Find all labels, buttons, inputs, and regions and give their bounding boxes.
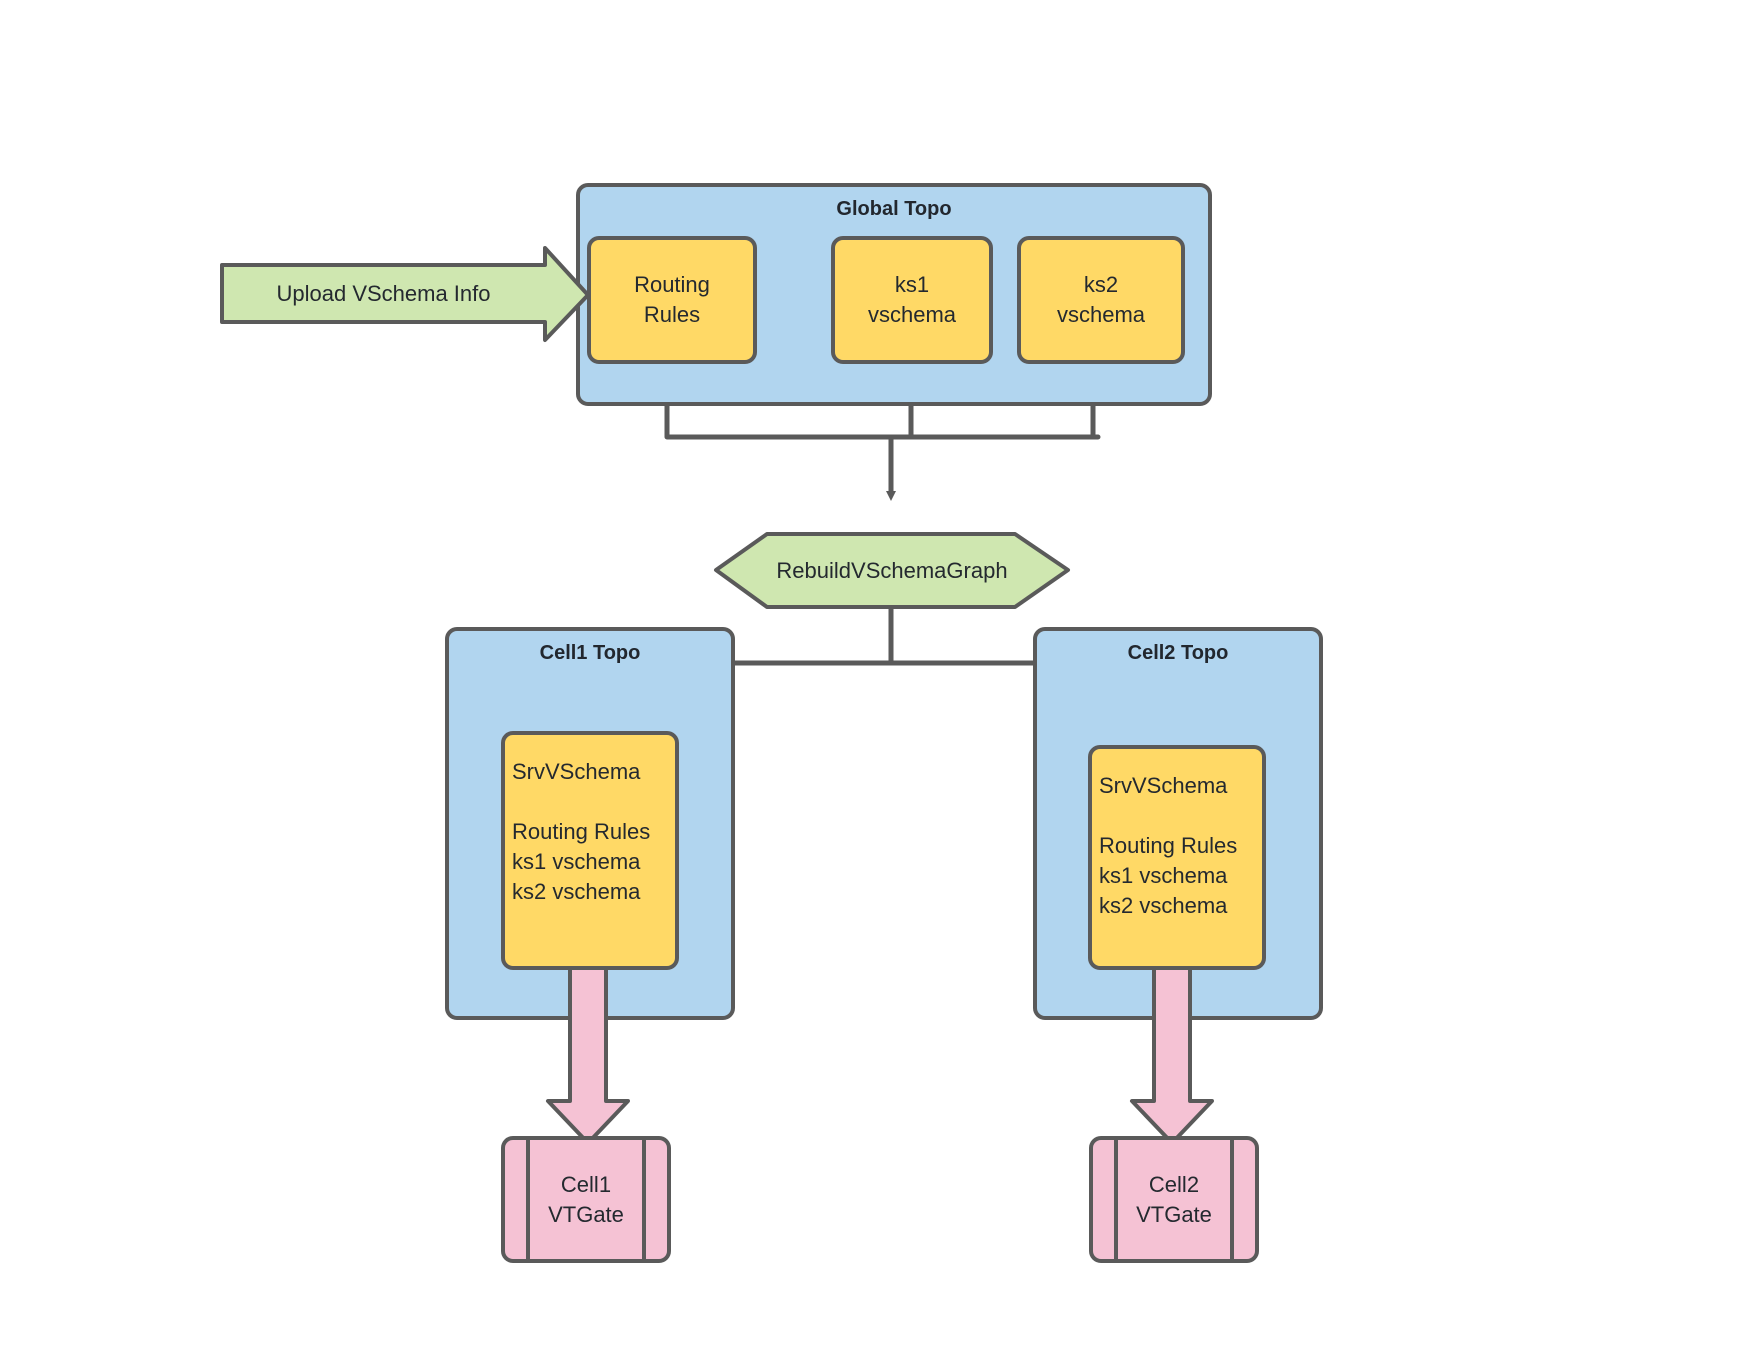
upload-vschema-arrow[interactable] xyxy=(220,246,590,342)
cell1-srvvschema-box[interactable] xyxy=(501,731,679,970)
store-routing-rules[interactable] xyxy=(587,236,757,364)
arrow-cell1-srv-to-vtgate xyxy=(546,966,630,1145)
store-ks2-vschema[interactable] xyxy=(1017,236,1185,364)
cell2-srvvschema-box[interactable] xyxy=(1088,745,1266,970)
rebuild-vschema-graph-node[interactable] xyxy=(714,532,1070,609)
cell1-vtgate-node[interactable] xyxy=(501,1136,671,1263)
cell2-vtgate-node[interactable] xyxy=(1089,1136,1259,1263)
arrow-cell2-srv-to-vtgate xyxy=(1130,966,1214,1145)
store-ks1-vschema[interactable] xyxy=(831,236,993,364)
cell1-vtgate-body xyxy=(501,1136,671,1263)
cell2-vtgate-body xyxy=(1089,1136,1259,1263)
